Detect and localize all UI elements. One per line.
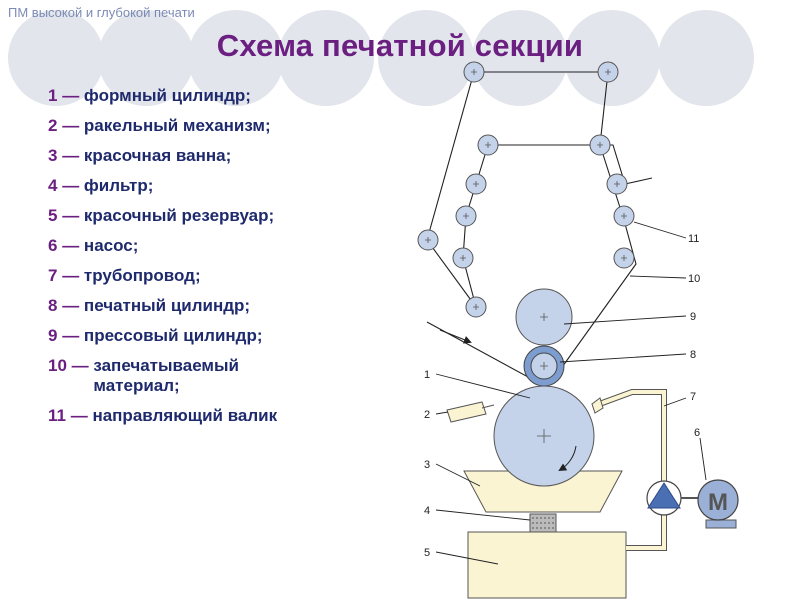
legend-text: прессовый цилиндр; — [83, 326, 263, 345]
diagram-label: 8 — [690, 349, 696, 361]
legend-item: 6 — насос; — [48, 236, 378, 256]
legend-item: 2 — ракельный механизм; — [48, 116, 378, 136]
legend-item: 9 — прессовый цилиндр; — [48, 326, 378, 346]
legend-number: 3 — [48, 146, 58, 165]
legend-separator: — — [57, 206, 84, 225]
legend-text: ракельный механизм; — [83, 116, 271, 135]
diagram-label: 10 — [688, 273, 700, 285]
slide-title: Схема печатной секции — [216, 28, 584, 63]
ink-reservoir — [467, 531, 627, 599]
deco-circle — [8, 10, 104, 106]
rotation-arrow — [558, 445, 577, 472]
diagram-label: 7 — [690, 391, 696, 403]
diagram-label: 2 — [424, 409, 430, 421]
diagram-label: 4 — [424, 505, 430, 517]
doctor-blade — [446, 401, 495, 423]
legend-number: 2 — [48, 116, 58, 135]
legend-text: фильтр; — [83, 176, 154, 195]
legend-text: красочная ванна; — [83, 146, 232, 165]
diagram-label: 5 — [424, 547, 430, 559]
legend-number: 5 — [48, 206, 58, 225]
motor: M — [697, 479, 739, 529]
guide-rollers — [417, 61, 635, 318]
diagram-label: 6 — [694, 427, 700, 439]
legend-number: 4 — [48, 176, 58, 195]
slide-header: ПМ высокой и глубокой печати — [8, 5, 195, 20]
diagram-label: 1 — [424, 369, 430, 381]
legend-separator: — — [66, 356, 94, 375]
legend-separator: — — [57, 266, 84, 285]
leader-lines — [435, 221, 707, 565]
legend-text: красочный резервуар; — [83, 206, 275, 225]
motor-label: M — [708, 489, 728, 516]
legend-separator: — — [65, 406, 93, 425]
legend-text: трубопровод; — [83, 266, 201, 285]
legend-item: 4 — фильтр; — [48, 176, 378, 196]
legend-number: 11 — [48, 406, 66, 425]
pipeline — [592, 389, 667, 482]
legend-item: 10 — запечатываемый материал; — [48, 356, 378, 396]
legend-item: 7 — трубопровод; — [48, 266, 378, 286]
legend-separator: — — [57, 326, 84, 345]
legend-text: насос; — [83, 236, 139, 255]
pump — [646, 480, 682, 516]
deco-circle — [98, 10, 194, 106]
deco-circle — [658, 10, 754, 106]
diagram-label: 3 — [424, 459, 430, 471]
legend-number: 6 — [48, 236, 58, 255]
deco-circle — [564, 10, 660, 106]
legend-item: 1 — формный цилиндр; — [48, 86, 378, 106]
legend-separator: — — [57, 116, 84, 135]
deco-circle — [472, 10, 568, 106]
legend-separator: — — [57, 296, 84, 315]
legend-item: 3 — красочная ванна; — [48, 146, 378, 166]
legend-separator: — — [57, 176, 84, 195]
diagram-label: 11 — [688, 233, 699, 245]
deco-circle — [378, 10, 474, 106]
diagram-label: 9 — [690, 311, 696, 323]
legend-number: 9 — [48, 326, 58, 345]
legend-number: 10 — [48, 356, 67, 375]
roller-centers — [425, 69, 627, 310]
legend-number: 7 — [48, 266, 58, 285]
legend-item: 5 — красочный резервуар; — [48, 206, 378, 226]
legend-text: формный цилиндр; — [83, 86, 251, 105]
legend-text: направляющий валик — [92, 406, 278, 425]
legend-separator: — — [57, 146, 84, 165]
legend-text: печатный цилиндр; — [83, 296, 251, 315]
legend-list: 1 — формный цилиндр; 2 — ракельный механ… — [48, 86, 378, 436]
legend-number: 8 — [48, 296, 58, 315]
legend-separator: — — [57, 236, 84, 255]
legend-number: 1 — [48, 86, 58, 105]
legend-item: 11 — направляющий валик — [48, 406, 378, 426]
deco-circle — [188, 10, 284, 106]
legend-item: 8 — печатный цилиндр; — [48, 296, 378, 316]
legend-separator: — — [57, 86, 84, 105]
feed-arrow — [439, 329, 472, 344]
legend-text: запечатываемый материал; — [93, 356, 239, 395]
deco-circle — [278, 10, 374, 106]
